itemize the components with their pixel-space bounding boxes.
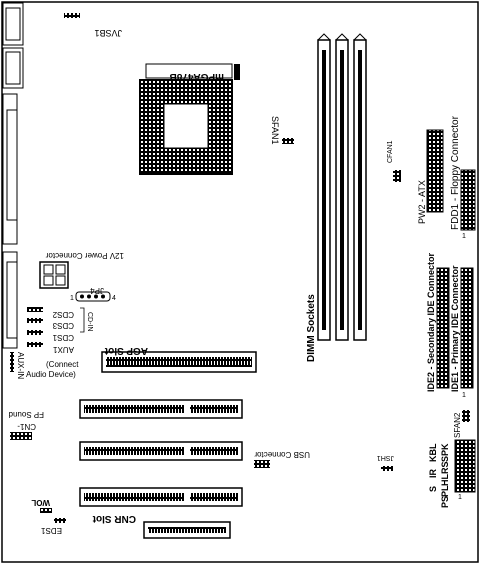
- cn1-label: CN1-: [17, 422, 36, 431]
- wol-label: WOL: [31, 498, 50, 507]
- fdd1-pin1: 1: [462, 233, 466, 240]
- jp4-pin4: 4: [112, 295, 116, 302]
- connect-label: (Connect: [46, 360, 79, 369]
- dimm-sockets-label: DIMM Sockets: [306, 294, 317, 362]
- power-12v-connector: 12V Power Connector: [39, 251, 124, 289]
- dimm-sockets: DIMM Sockets: [306, 33, 367, 362]
- ide1-label: IDE1 - Primary IDE Connector: [450, 265, 460, 392]
- usb-connector-label: USB Connector: [254, 450, 310, 459]
- fp-sound-label: FP Sound: [9, 410, 44, 419]
- pci-slot-1: [79, 399, 243, 419]
- cfan1-header: CFAN1: [387, 140, 401, 182]
- cpu-socket: mPGA478B: [139, 63, 240, 175]
- dimm-socket-3: [353, 33, 367, 341]
- io-panel: [2, 2, 24, 349]
- jvsb1-label: JVSB1: [94, 28, 122, 38]
- dimm-socket-1: [317, 33, 331, 341]
- ir-label: IR: [428, 468, 438, 478]
- cds1-label: CDS1: [52, 333, 74, 342]
- jsh1-jumper: JSH1: [377, 454, 394, 471]
- spk-label: SPK: [440, 443, 450, 462]
- front-panel-pin1: 1: [458, 494, 462, 501]
- eds1-header: EDS1: [41, 518, 66, 535]
- pw2-atx-connector: PW2 - ATX: [417, 129, 444, 224]
- audio-device-label: Audio Device): [26, 370, 76, 379]
- cds3-label: CDS3: [52, 321, 74, 330]
- ide-pin1: 1: [462, 392, 466, 399]
- cfan1-label: CFAN1: [387, 140, 394, 163]
- hl-label: HL: [440, 474, 450, 486]
- cnr-slot-label: CNR Slot: [92, 513, 136, 524]
- pci-slot-3: [79, 487, 243, 507]
- sfan1-label: SFAN1: [270, 116, 280, 145]
- agp-slot: AGP Slot: [101, 345, 257, 373]
- ide1-connector: IDE1 - Primary IDE Connector 1: [450, 265, 474, 399]
- sfan2-label: SFAN2: [453, 412, 462, 438]
- fdd1-connector: FDD1 - Floppy Connector 1: [450, 115, 476, 240]
- sfan2-header: SFAN2: [453, 410, 470, 438]
- pw2-label: PW2 - ATX: [417, 180, 427, 224]
- power-12v-label: 12V Power Connector: [45, 251, 124, 260]
- ide2-connector: IDE2 - Secondary IDE Connector: [426, 252, 450, 392]
- jvsb1-jumper: JVSB1: [64, 13, 122, 38]
- dimm-socket-2: [335, 33, 349, 341]
- sfan1-header: SFAN1: [270, 116, 294, 145]
- cnr-slot: CNR Slot: [92, 513, 231, 539]
- wol-header: WOL: [31, 498, 52, 513]
- ps-label: PS: [440, 496, 450, 508]
- ide2-label: IDE2 - Secondary IDE Connector: [426, 252, 436, 392]
- fdd1-label: FDD1 - Floppy Connector: [450, 115, 461, 230]
- jsh1-label: JSH1: [377, 454, 394, 461]
- usb-connector: USB Connector: [254, 450, 310, 468]
- aux-in-group: AUX-IN (Connect Audio Device): [10, 352, 79, 379]
- jp4-connector: JP4 1 4: [70, 286, 116, 302]
- jp4-label: JP4: [90, 286, 104, 295]
- pci-slot-2: [79, 441, 243, 461]
- s-label: S: [428, 486, 438, 492]
- cds2-label: CDS2: [52, 310, 74, 319]
- agp-slot-label: AGP Slot: [104, 345, 148, 356]
- aux1-label: AUX1: [53, 345, 74, 354]
- cpu-socket-label: mPGA478B: [170, 71, 224, 82]
- cd-connectors: CDS2 CDS3 CDS1 CD-IN AUX1: [27, 307, 93, 354]
- cd-in-label: CD-IN: [86, 312, 93, 331]
- front-panel-header: KBL IR S SPK RS HL PL PS 1: [428, 439, 476, 508]
- aux-in-label: AUX-IN: [16, 352, 25, 379]
- rs-label: RS: [440, 461, 450, 474]
- jp4-pin1: 1: [70, 295, 74, 302]
- pl-label: PL: [440, 485, 450, 497]
- kbl-label: KBL: [428, 443, 438, 462]
- eds1-label: EDS1: [41, 526, 62, 535]
- fp-sound-connector: FP Sound CN1-: [9, 410, 44, 440]
